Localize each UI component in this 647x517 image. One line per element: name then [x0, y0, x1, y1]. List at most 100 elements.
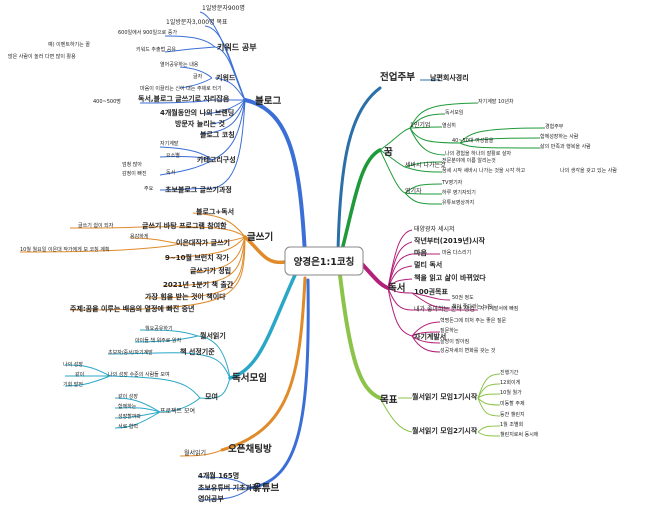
blog-node-9: 글자: [193, 73, 203, 80]
center-label: 양경은1:1코칭: [294, 256, 355, 268]
reading-node-9: 내가 좋아하는 분야 생김: [414, 305, 475, 313]
blog-node-5: 예) 이벤트하기는 꼴: [48, 41, 90, 48]
dream-node-10: 전문분야에 이름 알리는것: [442, 157, 496, 164]
bookclub-node-11: 함께하는: [118, 403, 137, 410]
writing-node-0: 블로그+독서: [196, 207, 234, 216]
center-node: 양경은1:1코칭: [284, 246, 364, 276]
reading-node-8: 책이 좋다라는 느낌: [452, 303, 492, 310]
reading-node-4: 멀티 독서: [414, 260, 442, 269]
blog-node-1: 1일방문자3,000명 목표: [166, 18, 228, 26]
blog-node-8: 열어공유하는 내용: [160, 61, 199, 68]
bookclub-node-5: 나의 성장: [63, 361, 83, 368]
bookclub-node-14: 프로젝트 모여: [160, 407, 195, 415]
blog-node-15: 블로그 코칭: [200, 130, 235, 139]
blog-node-12: 400~500명: [93, 98, 121, 105]
blog-node-17: 요소별: [166, 152, 180, 159]
branch-bookclub-link: [228, 273, 297, 380]
dream-node-4: 40~50대 여성들을: [452, 137, 494, 144]
branch-youtube-label: 유튜브: [253, 483, 279, 494]
blog-node-0: 1일방문자900명: [202, 4, 245, 12]
bookclub-node-2: 아이들 책 위주로 읽자: [135, 337, 182, 344]
reading-node-14: 살방이 많아짐: [440, 338, 469, 345]
branch-chat-link: [220, 276, 307, 452]
reading-node-5: 책을 읽고 삶이 바뀌었다: [414, 273, 486, 282]
writing-node-10: 주제:꿈을 이루는 배움의 열정에 빠진 중년: [70, 304, 194, 313]
branch-goal-label: 목표: [380, 395, 398, 406]
reading-node-12: 혁명돈그에 미처 주는 좋은 질문: [440, 317, 507, 324]
branch-chat-label: 오픈채팅방: [228, 443, 272, 455]
youtube-node-0: 4개월 165명: [198, 471, 239, 480]
writing-node-2: 글쓰기 쉽이 되자: [78, 222, 114, 229]
reading-node-10: 자기계발서에 빠짐: [480, 305, 518, 312]
branch-reading-link: [360, 262, 390, 290]
chat-node-0: 월서읽기: [184, 449, 206, 457]
youtube-node-2: 영어공부: [198, 494, 224, 503]
blog-node-14: 방문자 늘리는 것: [175, 119, 226, 128]
writing-node-7: 글쓰기가 정립: [190, 266, 231, 275]
dream-node-7: 삶의 만족과 행복을 사람: [540, 143, 591, 150]
writing-node-3: 용감하게: [130, 233, 149, 240]
bookclub-node-0: 월서읽기: [200, 331, 226, 340]
dream-node-0: 1인기업: [410, 121, 430, 129]
bookclub-node-4: 초보자/중서/자기계발: [108, 349, 153, 356]
dream-node-11: 꿈세 시작 세바시 나가는 것을 시각 하고: [442, 167, 526, 174]
writing-node-5: 10월 월요일 이은대 작가에게 보 코칭 계획: [20, 246, 110, 253]
goal-node-0: 월서읽기 모임1기시작: [412, 392, 478, 401]
housewife-node-0: 남편회사경리: [430, 73, 469, 82]
reading-node-0: 태양광자 세시저: [414, 225, 455, 233]
writing-node-1: 글쓰기 바탕 프로그램 참여함: [142, 221, 227, 230]
dream-node-13: 영기자: [405, 187, 422, 195]
branch-dream-link: [338, 148, 382, 260]
blog-node-16: 자기계발: [160, 140, 179, 147]
dream-node-5: 경험주부: [545, 123, 564, 130]
dream-node-1: 자기계발 10년차: [478, 98, 514, 105]
goal-node-5: 등잔 챌린지: [500, 411, 525, 418]
bookclub-node-1: 월요공유하기: [145, 325, 173, 332]
goal-node-6: 월서읽기 모임2기시작: [412, 426, 478, 435]
reading-node-7: 50권 정도: [452, 294, 474, 301]
branch-blog-label: 블로그: [255, 95, 281, 107]
goal-node-1: 진행기간: [500, 369, 519, 376]
blog-node-7: 키워드: [216, 73, 236, 82]
dream-node-12: 나의 생각을 갖고 있는 사람: [560, 167, 617, 174]
branch-housewife-label: 전업주부: [380, 71, 415, 83]
bookclub-node-9: 모여: [205, 392, 218, 401]
branch-blog-link: [243, 98, 307, 257]
writing-node-6: 9~10월 브런치 작가: [165, 253, 230, 262]
reading-node-6: 100권목표: [414, 287, 448, 296]
blog-node-20: 감정이 빠진: [122, 170, 147, 177]
bookclub-node-12: 성장할까봐: [118, 413, 141, 420]
dream-node-15: 하루 영기자되기: [442, 189, 476, 196]
dream-node-2: 독서모임: [445, 109, 463, 116]
dream-node-6: 함께성장하는 사람: [540, 133, 579, 140]
bookclub-node-7: 같이: [75, 371, 84, 378]
reading-node-11: 자기계발서: [414, 332, 446, 341]
bookclub-node-10: 같이 성장: [118, 393, 138, 400]
reading-node-13: 질문하는: [440, 327, 459, 334]
branch-housewife-link: [336, 86, 382, 254]
blog-node-21: 독서: [166, 169, 175, 176]
writing-node-9: 가장 힘을 받는 것이 책이다: [145, 292, 226, 301]
reading-node-2: 마음: [414, 248, 427, 257]
blog-node-11: 독서,블로그 글쓰기로 자리잡음: [138, 94, 230, 103]
blog-node-13: 4개월동안의 나의 브랜딩: [160, 108, 234, 117]
blog-node-4: 키워드 추출법 공유: [136, 46, 176, 53]
blog-node-23: 초보블로그 글쓰기과정: [165, 185, 232, 194]
youtube-node-1: 초보유튜버 기초과정: [198, 483, 258, 492]
branch-youtube-link: [248, 278, 310, 490]
reading-node-1: 작년부터(2019년)시작: [414, 236, 486, 245]
branch-writing-link: [243, 235, 287, 265]
goal-node-2: 12회이게: [500, 379, 521, 386]
bookclub-node-6: 나의 성장 수준의 사람들 모여: [108, 371, 170, 378]
goal-node-8: 챌린지로써 동시에: [500, 431, 539, 438]
blog-node-2: 키워드 공부: [217, 42, 257, 52]
writing-node-8: 2021년 1분기 책 출간: [163, 280, 234, 289]
blog-node-10: 마음이 이끌리는 신이 대는 주제로 터기: [140, 85, 222, 92]
branch-bookclub-label: 독서모임: [232, 372, 267, 384]
branch-goal-link: [338, 273, 382, 400]
dream-node-14: TV영기자: [441, 179, 463, 186]
reading-node-3: 마음 다스리기: [442, 249, 471, 256]
bookclub-node-8: 기회 발전: [63, 381, 83, 388]
